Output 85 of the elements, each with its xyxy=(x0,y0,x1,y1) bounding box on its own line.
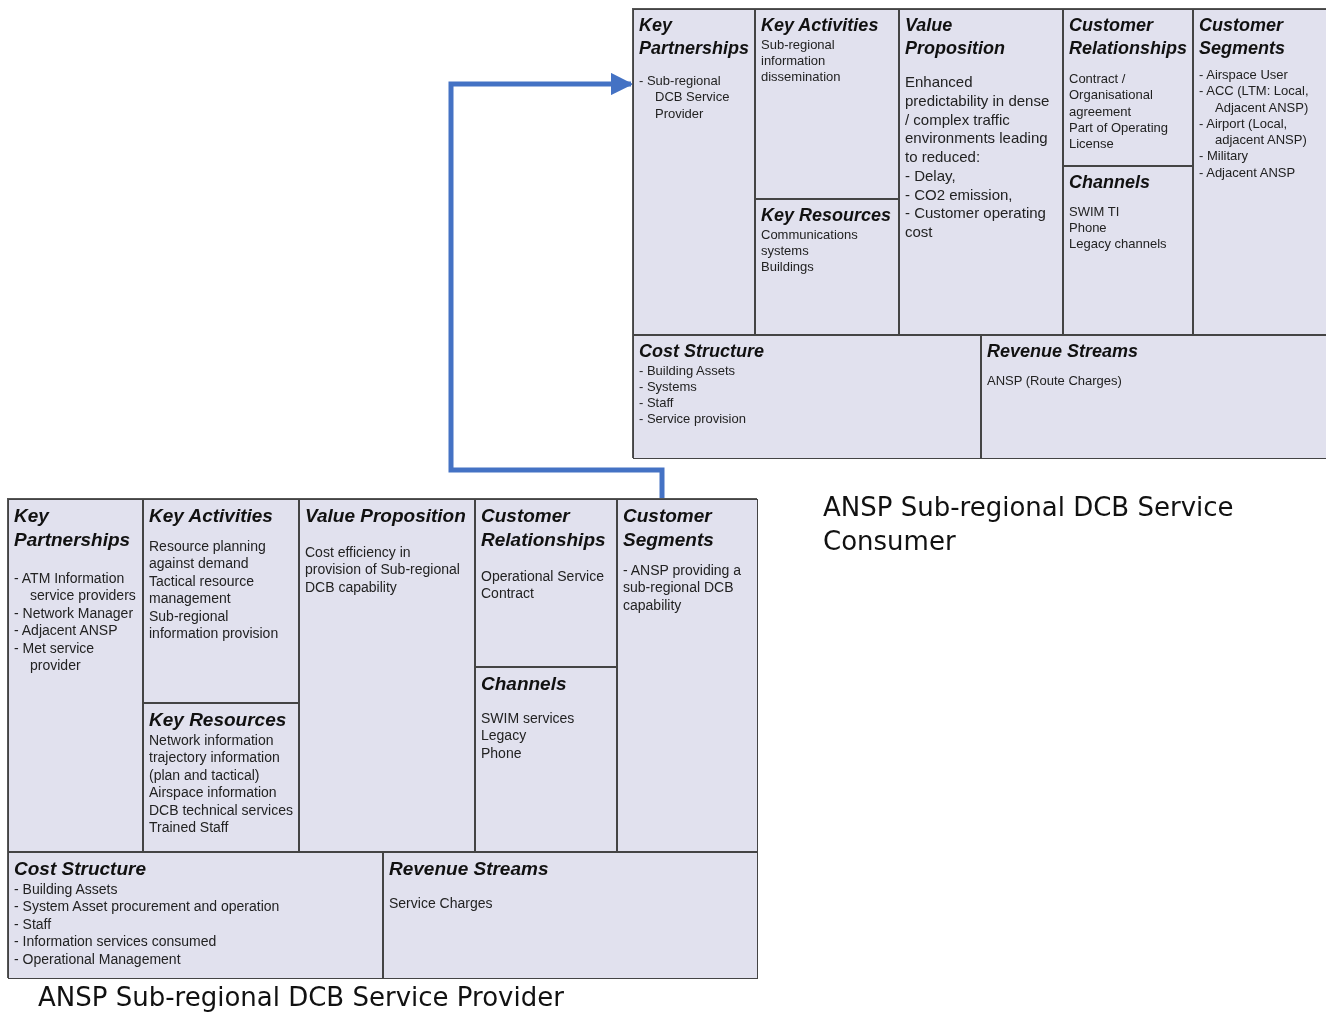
cell-text: - Service provision xyxy=(639,411,747,428)
cell-text: - Customer operating cost xyxy=(905,204,1047,242)
cell-heading: Customer Segments xyxy=(1199,14,1287,59)
canvas-cell xyxy=(1063,166,1193,335)
cell-text: - Staff xyxy=(14,915,53,934)
cell-text: Trained Staff xyxy=(149,819,230,837)
cell-text: - ANSP providing a sub-regional DCB capability xyxy=(623,561,743,614)
arrow xyxy=(448,72,665,498)
cell-text: Part of Operating License xyxy=(1069,119,1169,153)
cell-text: - System Asset procurement and operation xyxy=(14,898,281,916)
canvas-cell xyxy=(755,9,899,199)
canvas-cell xyxy=(755,199,899,335)
cell-text: Legacy xyxy=(481,727,528,745)
cell-heading: Key Activities xyxy=(761,14,880,37)
cell-text: Sub-regional information dissemination xyxy=(761,36,842,86)
cell-text: Network information trajectory information (plan and tactical) xyxy=(149,731,281,785)
cell-heading: Value Proposition xyxy=(305,504,467,528)
cell-text: - Systems xyxy=(639,378,698,395)
cell-text: Enhanced predictability in dense / complex traffic environments leading to reduced: xyxy=(905,73,1051,167)
cell-text: - Airspace User xyxy=(1199,67,1289,84)
cell-heading: Key Partnerships xyxy=(14,504,132,552)
cell-text: DCB technical services xyxy=(149,801,293,820)
cell-text: - Building Assets xyxy=(14,880,119,899)
cell-text: Service Charges xyxy=(389,894,494,913)
cell-heading: Key Activities xyxy=(149,504,274,528)
cell-text: - Met service provider xyxy=(14,639,96,675)
cell-heading: Cost Structure xyxy=(14,857,147,881)
cell-heading: Key Resources xyxy=(761,204,893,227)
canvas-caption: ANSP Sub-regional DCB Service Consumer xyxy=(823,491,1235,558)
cell-text: - ATM Information service providers xyxy=(14,569,137,605)
cell-text: Phone xyxy=(1069,219,1108,236)
cell-text: SWIM TI xyxy=(1069,203,1121,220)
cell-text: - Military xyxy=(1199,148,1250,165)
canvas-cell xyxy=(8,499,143,852)
cell-text: Tactical resource management xyxy=(149,572,256,608)
cell-text: - Adjacent ANSP xyxy=(14,622,119,640)
canvas-cell xyxy=(299,499,475,852)
cell-heading: Key Partnerships xyxy=(639,14,749,59)
cell-text: - Building Assets xyxy=(639,362,737,379)
cell-text: - Sub-regional DCB Service Provider xyxy=(639,73,731,122)
cell-heading: Value Proposition xyxy=(905,14,1006,59)
cell-text: - Adjacent ANSP xyxy=(1199,164,1297,181)
canvas-cell xyxy=(1193,9,1326,335)
cell-text: - Information services consumed xyxy=(14,933,218,951)
cell-text: Cost efficiency in provision of Sub-regional DCB capability xyxy=(305,543,461,597)
canvas-cell xyxy=(475,499,617,667)
cell-text: Buildings xyxy=(761,259,815,276)
cell-heading: Channels xyxy=(1069,171,1152,194)
cell-text: Operational Service Contract xyxy=(481,567,605,603)
cell-text: - ACC (LTM: Local, Adjacent ANSP) xyxy=(1199,83,1310,116)
cell-text: - CO2 emission, xyxy=(905,185,1014,205)
cell-text: - Operational Management xyxy=(14,950,182,969)
canvas-cell xyxy=(633,335,981,459)
cell-text: ANSP (Route Charges) xyxy=(987,372,1123,389)
canvas-cell xyxy=(981,335,1326,459)
cell-text: Legacy channels xyxy=(1069,236,1168,253)
canvas-caption: ANSP Sub-regional DCB Service Provider xyxy=(38,981,565,1014)
cell-heading: Customer Segments xyxy=(623,504,715,552)
cell-text: SWIM services xyxy=(481,709,576,728)
cell-text: - Network Manager xyxy=(14,604,135,622)
canvas-cell xyxy=(143,499,299,703)
cell-heading: Cost Structure xyxy=(639,340,765,363)
cell-text: Communications systems xyxy=(761,226,859,259)
cell-heading: Revenue Streams xyxy=(389,857,550,881)
cell-heading: Revenue Streams xyxy=(987,340,1140,363)
cell-heading: Channels xyxy=(481,672,568,696)
canvas-cell xyxy=(1063,9,1193,166)
cell-heading: Customer Relationships xyxy=(481,504,607,552)
canvas-cell xyxy=(8,852,383,979)
cell-heading: Customer Relationships xyxy=(1069,14,1187,59)
cell-text: Resource planning against demand xyxy=(149,537,267,573)
cell-text: - Delay, xyxy=(905,166,957,186)
cell-text: - Staff xyxy=(639,395,675,412)
cell-text: Sub-regional information provision xyxy=(149,607,280,643)
cell-text: - Airport (Local, adjacent ANSP) xyxy=(1199,115,1308,149)
canvas-cell xyxy=(143,703,299,852)
canvas-cell xyxy=(617,499,758,852)
canvas-cell xyxy=(475,667,617,852)
cell-text: Airspace information xyxy=(149,784,278,802)
cell-text: Phone xyxy=(481,744,523,763)
canvas-cell xyxy=(633,9,755,335)
canvas-cell xyxy=(383,852,758,979)
cell-heading: Key Resources xyxy=(149,708,288,732)
cell-text: Contract / Organisational agreement xyxy=(1069,71,1154,120)
canvas-cell xyxy=(899,9,1063,335)
